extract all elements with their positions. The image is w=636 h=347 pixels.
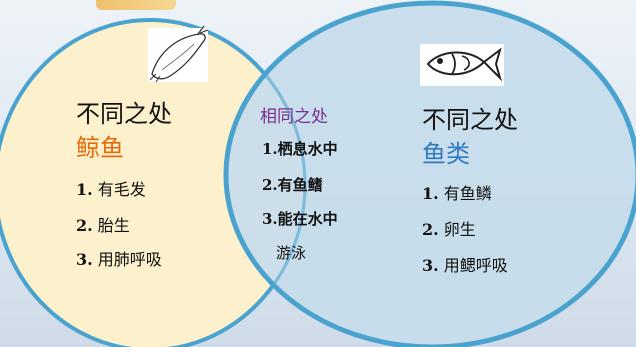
middle-item-3: 3.能在水中: [262, 208, 338, 229]
right-item-3: 3. 用鳃呼吸: [422, 252, 508, 276]
left-title: 不同之处: [76, 100, 172, 128]
item-number: 2.: [422, 220, 439, 239]
right-circle: [223, 0, 636, 347]
item-text: 用鳃呼吸: [443, 256, 508, 275]
right-item-2: 2. 卵生: [422, 216, 476, 240]
left-item-1: 1. 有毛发: [76, 176, 146, 200]
item-number: 1.: [422, 184, 439, 203]
top-decoration: [96, 0, 176, 10]
item-number: 3.: [76, 250, 93, 269]
item-number: 3.: [262, 210, 278, 228]
item-text: 卵生: [443, 220, 476, 239]
item-text: 栖息水中: [277, 140, 338, 158]
item-text: 有鱼鳞: [443, 184, 492, 203]
left-item-2: 2. 胎生: [76, 212, 130, 236]
item-text: 有毛发: [97, 180, 146, 199]
right-title: 不同之处: [422, 106, 518, 134]
whale-icon: [148, 25, 209, 83]
item-text: 胎生: [97, 216, 130, 235]
item-text: 有鱼鳍: [277, 176, 323, 194]
item-text: 游泳: [276, 244, 307, 262]
left-item-3: 3. 用肺呼吸: [76, 246, 162, 270]
item-text: 用肺呼吸: [97, 250, 162, 269]
item-number: 1.: [262, 140, 278, 158]
item-number: 3.: [422, 256, 439, 275]
left-subject: 鲸鱼: [76, 134, 124, 162]
fish-icon: [420, 44, 504, 86]
item-text: 能在水中: [277, 210, 338, 228]
middle-title: 相同之处: [260, 107, 328, 127]
right-item-1: 1. 有鱼鳞: [422, 180, 492, 204]
middle-item-3-continued: 游泳: [276, 242, 306, 263]
middle-item-1: 1.栖息水中: [262, 138, 338, 159]
item-number: 2.: [76, 216, 93, 235]
middle-item-2: 2.有鱼鳍: [262, 174, 323, 195]
right-subject: 鱼类: [422, 140, 470, 168]
item-number: 1.: [76, 180, 93, 199]
item-number: 2.: [262, 176, 278, 194]
overlap-outline: [0, 18, 307, 347]
